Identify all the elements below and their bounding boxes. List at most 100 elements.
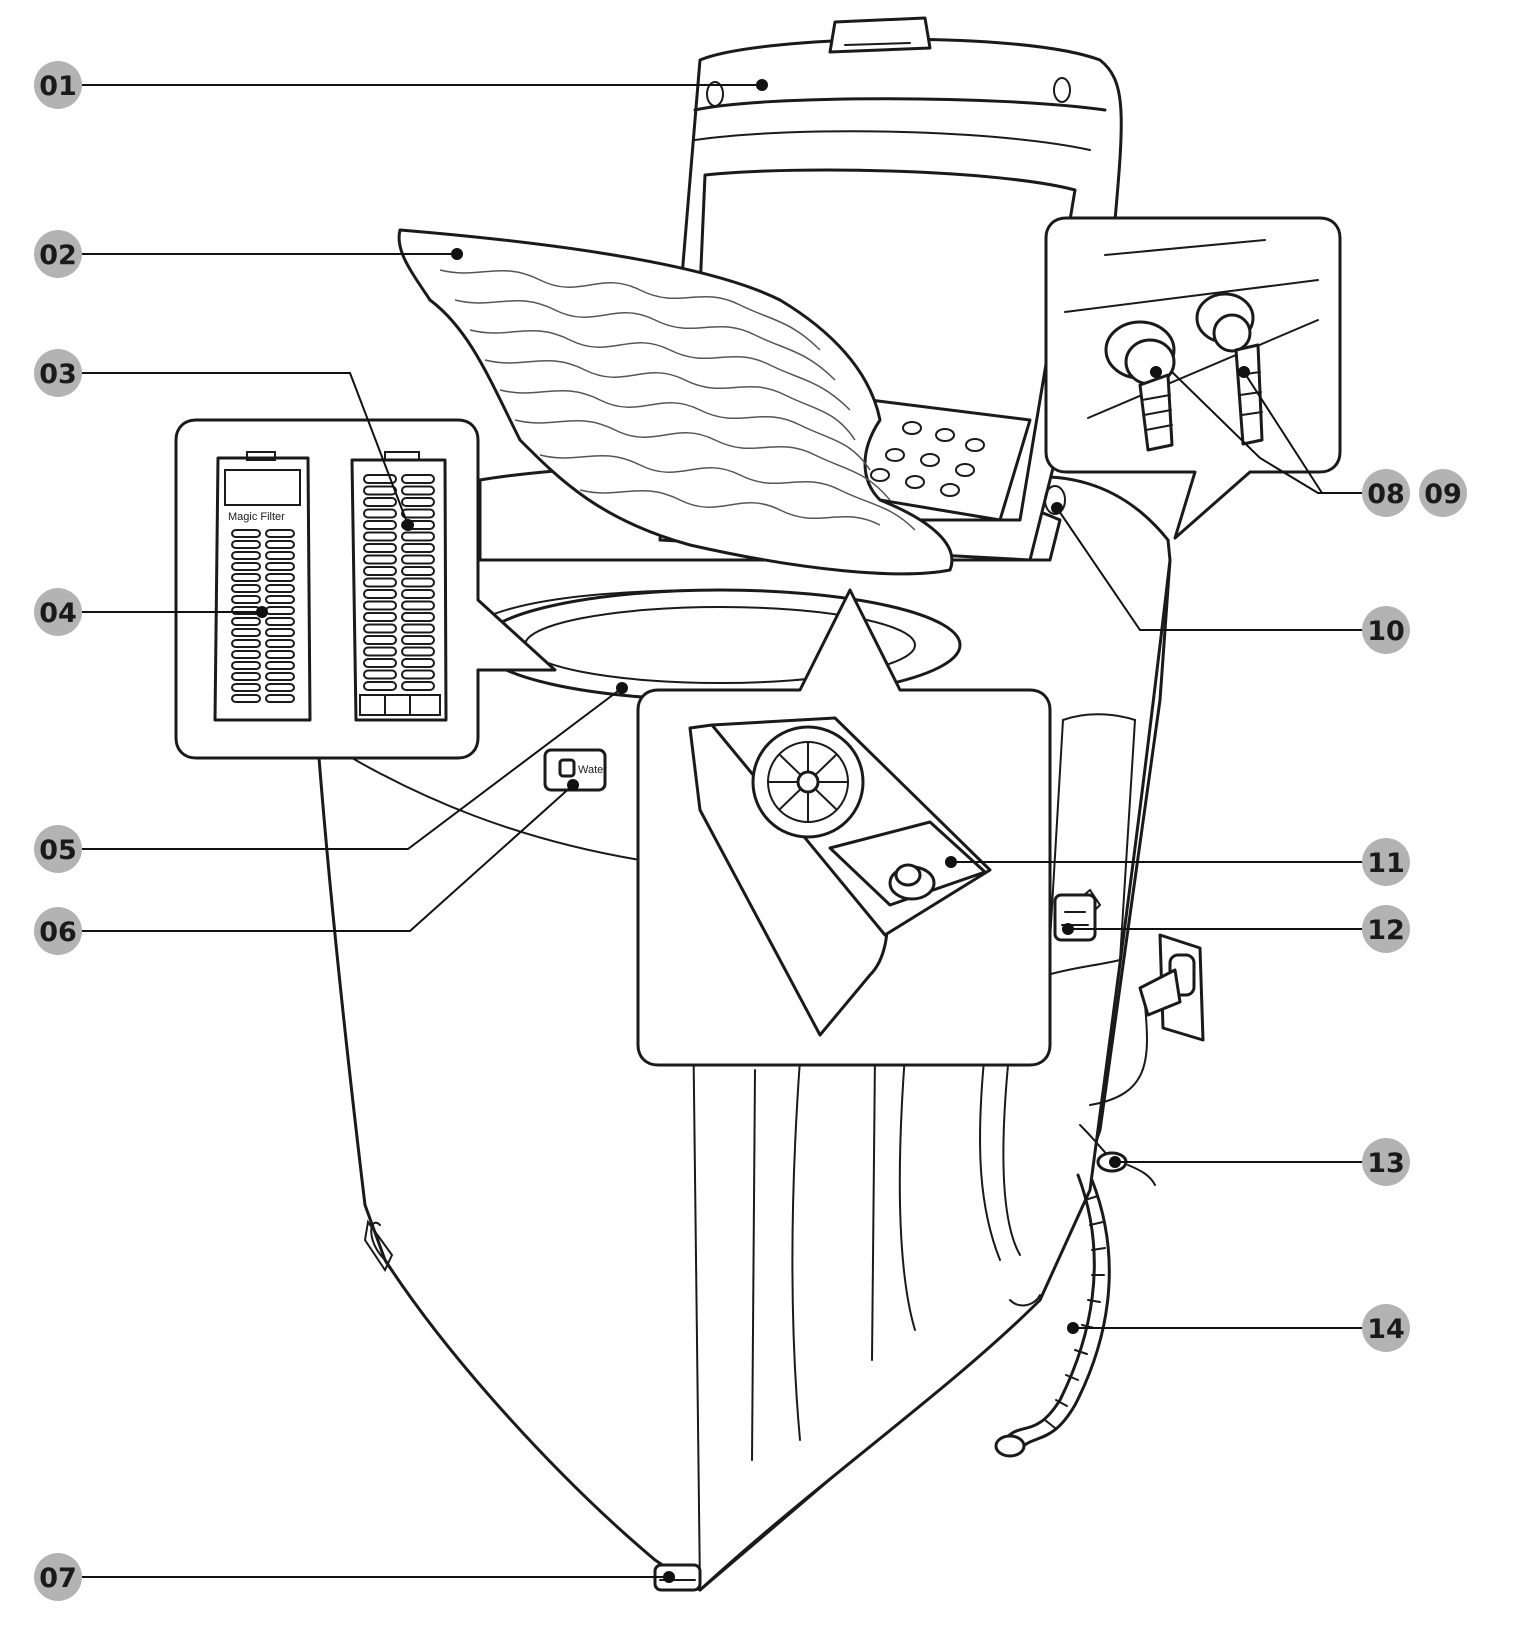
callout-11-label: 11 [1367, 848, 1405, 879]
filter-slot [265, 551, 295, 560]
callout-09-label: 09 [1424, 479, 1462, 510]
filter-slot [401, 508, 435, 519]
filter-slot [363, 623, 397, 634]
filter-slot [363, 543, 397, 553]
svg-text:Water: Water [578, 764, 607, 776]
filter-slot [265, 672, 295, 681]
filter-slot [265, 628, 295, 637]
filter-inset: Magic Filter [174, 418, 557, 760]
callout-13-label: 13 [1367, 1148, 1405, 1179]
callout-05-label: 05 [39, 835, 77, 866]
callout-07: 07 [34, 1553, 82, 1601]
filter-slot [265, 529, 295, 538]
filter-slot [231, 529, 261, 538]
inlet-inset [1044, 216, 1342, 540]
filter-slot [401, 531, 435, 542]
filter-slot [401, 577, 435, 588]
filter-slot [231, 661, 261, 670]
callout-12: 12 [1362, 905, 1410, 953]
filter-slot [401, 600, 435, 611]
filter-slot [265, 562, 295, 571]
magic-filter-label: Magic Filter [228, 511, 285, 523]
filter-slot [363, 681, 397, 691]
filter-slot [231, 628, 261, 637]
filter-slot [231, 540, 261, 549]
filter-slot [265, 573, 295, 582]
filter-slot [231, 573, 261, 582]
filter-slot [363, 554, 397, 565]
filter-slot [401, 474, 435, 484]
filter-slot [401, 658, 435, 668]
shower-cover [397, 228, 954, 576]
filter-slot [401, 485, 435, 496]
filter-slot [265, 650, 295, 659]
filter-slot [231, 617, 261, 626]
filter-slot [265, 683, 295, 692]
filter-slot [363, 566, 397, 576]
callout-03: 03 [34, 349, 82, 397]
filter-slot [265, 595, 295, 604]
filter-slot [231, 639, 261, 648]
filter-slot [363, 577, 397, 588]
dispenser-inset [636, 588, 1052, 1067]
filter-slot [363, 520, 397, 530]
filter-slot [231, 694, 261, 703]
callout-02: 02 [34, 230, 82, 278]
filter-slots-right [363, 474, 435, 691]
callout-09: 09 [1419, 469, 1467, 517]
filter-slots-left [231, 529, 295, 703]
leader-lines [82, 84, 1373, 1578]
filter-slot [231, 672, 261, 681]
filter-slot [231, 595, 261, 604]
filter-slot [363, 589, 397, 599]
filter-slot [231, 551, 261, 560]
filter-slot [265, 540, 295, 549]
callout-05: 05 [34, 825, 82, 873]
filter-slot [401, 669, 435, 680]
callout-10-label: 10 [1367, 616, 1405, 647]
filter-slot [401, 497, 435, 507]
callout-02-label: 02 [39, 240, 77, 271]
filter-slot [231, 650, 261, 659]
power-cord [1079, 933, 1205, 1186]
filter-slot [231, 562, 261, 571]
leader-dots [256, 79, 1250, 1583]
drain-hose [994, 1173, 1111, 1458]
callout-11: 11 [1362, 838, 1410, 886]
filter-slot [265, 694, 295, 703]
filter-slot [231, 683, 261, 692]
filter-slot [265, 617, 295, 626]
callout-10: 10 [1362, 606, 1410, 654]
filter-slot [363, 635, 397, 645]
callout-13: 13 [1362, 1138, 1410, 1186]
filter-slot [363, 646, 397, 657]
callout-12-label: 12 [1367, 915, 1405, 946]
callout-04: 04 [34, 588, 82, 636]
filter-slot [401, 681, 435, 691]
callout-01: 01 [34, 61, 82, 109]
filter-slot [363, 612, 397, 622]
callout-03-label: 03 [39, 359, 77, 390]
filter-slot [363, 474, 397, 484]
filter-slot [363, 508, 397, 519]
filter-slot [401, 554, 435, 565]
filter-slot [363, 658, 397, 668]
filter-slot [363, 600, 397, 611]
filter-slot [265, 584, 295, 593]
callout-badges: 01 02 03 04 05 06 07 08 [34, 61, 1467, 1601]
filter-slot [265, 639, 295, 648]
callout-14: 14 [1362, 1304, 1410, 1352]
callout-08: 08 [1362, 469, 1410, 517]
callout-01-label: 01 [39, 71, 77, 102]
filter-slot [231, 584, 261, 593]
filter-slot [363, 485, 397, 496]
callout-07-label: 07 [39, 1563, 77, 1594]
filter-slot [363, 531, 397, 542]
filter-slot [401, 612, 435, 622]
filter-slot [363, 497, 397, 507]
callout-06-label: 06 [39, 917, 77, 948]
filter-slot [401, 566, 435, 576]
callout-06: 06 [34, 907, 82, 955]
filter-slot [401, 635, 435, 645]
